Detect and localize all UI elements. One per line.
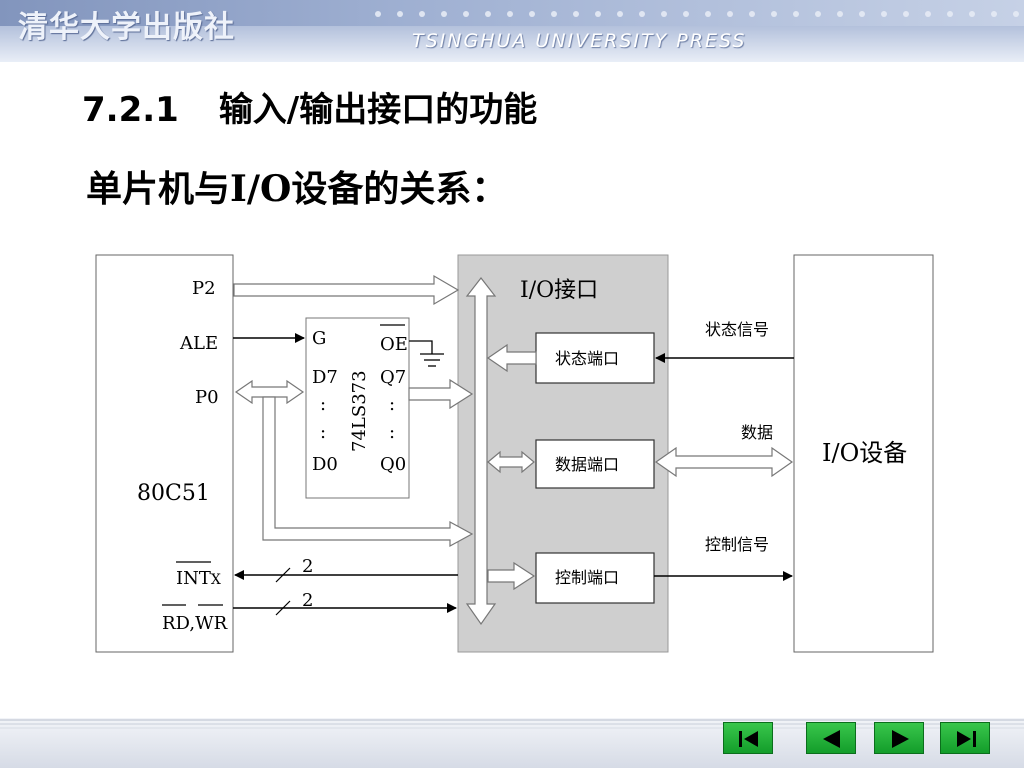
latch-q7: Q7	[380, 367, 406, 388]
interface-title: I/O接口	[520, 278, 598, 303]
pin-p0: P0	[195, 387, 219, 408]
internal-bus	[465, 277, 497, 626]
device-box	[793, 254, 934, 653]
mcu-name: 80C51	[137, 481, 210, 506]
latch-d7: D7	[312, 367, 338, 388]
latch-g: G	[312, 328, 326, 349]
p0-data-path	[262, 396, 474, 548]
publisher-name-en: TSINGHUA UNIVERSITY PRESS	[412, 30, 747, 52]
nav-last-button[interactable]	[940, 722, 990, 754]
data-port	[535, 439, 655, 489]
footer-lines	[0, 719, 1024, 729]
svg-text:INTX: INTX	[176, 568, 221, 589]
data-signal-arrow	[654, 446, 794, 478]
latch-q0: Q0	[380, 454, 406, 475]
next-icon	[892, 730, 909, 748]
ground-symbol	[409, 340, 444, 367]
latch-dots-right-2: :	[389, 422, 395, 443]
latch-output-arrow	[408, 378, 474, 410]
latch-dots-left-2: :	[320, 422, 326, 443]
pin-rd-wr-label: RD,WR	[162, 613, 228, 634]
status-port	[535, 332, 655, 384]
section-title: 7.2.1 输入/输出接口的功能	[82, 82, 537, 131]
data-port-label: 数据端口	[555, 455, 619, 474]
pin-intx-main: INT	[176, 568, 211, 589]
latch-oe: OE	[380, 324, 408, 355]
publisher-name-cn: 清华大学出版社	[18, 10, 235, 45]
pin-p2: P2	[192, 278, 216, 299]
nav-first-button[interactable]	[723, 722, 773, 754]
header-dots	[375, 11, 1019, 17]
last-icon	[957, 731, 976, 747]
intx-bus-slash	[275, 567, 291, 583]
latch-dots-right-1: :	[389, 394, 395, 415]
pin-intx: INTX	[176, 561, 221, 589]
first-icon	[739, 731, 758, 747]
latch-d0: D0	[312, 454, 338, 475]
control-signal-label: 控制信号	[705, 535, 769, 554]
pin-rd-wr: RD,WR	[162, 604, 228, 634]
bus-to-control-arrow	[487, 561, 536, 591]
latch-box	[305, 317, 410, 499]
latch-oe-label: OE	[380, 334, 408, 355]
nav-next-button[interactable]	[874, 722, 924, 754]
section-number: 7.2.1	[82, 90, 179, 130]
status-port-label: 状态端口	[555, 349, 619, 368]
control-port	[535, 552, 655, 604]
nav-prev-button[interactable]	[806, 722, 856, 754]
status-to-bus-arrow	[486, 343, 537, 373]
control-port-label: 控制端口	[555, 568, 619, 587]
rdwr-bus-slash	[275, 600, 291, 616]
pin-intx-sub: X	[211, 572, 221, 588]
data-bus-arrow	[487, 450, 535, 474]
p0-bus-arrow	[234, 379, 305, 405]
p2-bus-arrow	[233, 274, 460, 306]
intx-bus-width: 2	[302, 556, 313, 577]
prev-icon	[823, 730, 840, 748]
mcu-box	[95, 254, 234, 653]
pin-ale: ALE	[179, 333, 218, 354]
latch-name: 74LS373	[349, 370, 370, 452]
rdwr-bus-width: 2	[302, 590, 313, 611]
latch-dots-left-1: :	[320, 394, 326, 415]
subtitle: 单片机与I/O设备的关系：	[86, 168, 508, 210]
status-signal-label: 状态信号	[705, 320, 769, 339]
data-signal-label: 数据	[741, 423, 773, 442]
section-heading: 输入/输出接口的功能	[218, 90, 538, 130]
device-name: I/O设备	[822, 439, 907, 467]
